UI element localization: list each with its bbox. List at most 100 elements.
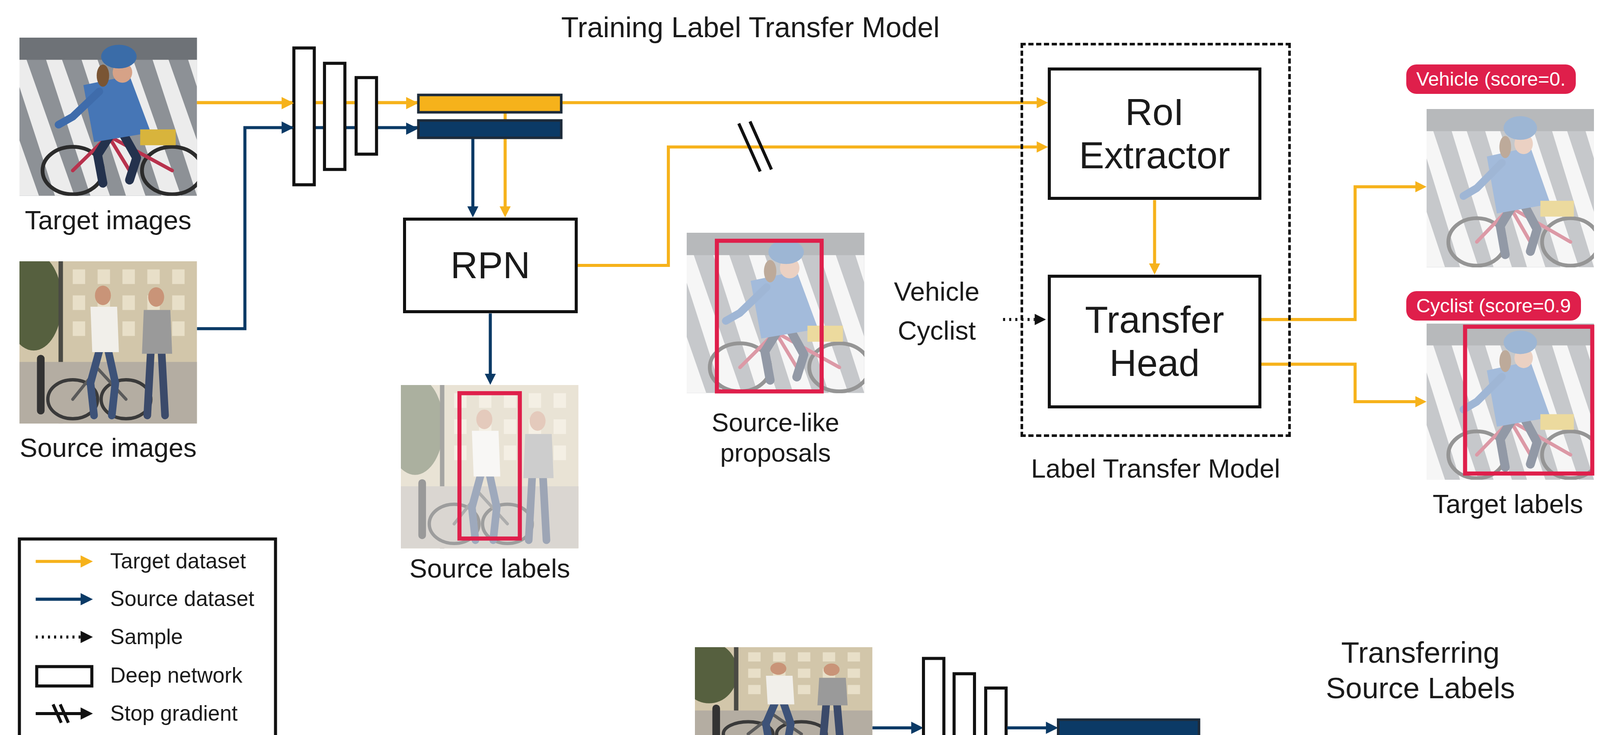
box-label: Transfer Head (1061, 297, 1248, 385)
illustration-part (765, 703, 775, 735)
photo-illustration (1426, 323, 1594, 480)
illustration-part (96, 64, 109, 87)
illustration-part (94, 285, 111, 305)
illustration-part (60, 704, 69, 723)
illustration-part (823, 663, 840, 676)
class-name: Vehicle (875, 275, 999, 308)
illustration-part (172, 321, 185, 336)
image-node: Source labels (400, 384, 579, 549)
photo-content (1426, 323, 1594, 480)
stop-gradient-mark (749, 121, 772, 170)
illustration-part (797, 652, 811, 662)
illustration-part (797, 668, 811, 678)
image-node: Vehicle (score=0. (1426, 108, 1594, 268)
illustration-part (748, 652, 761, 662)
illustration-part (400, 384, 579, 549)
legend-text: Sample (110, 624, 183, 650)
score-badge: Cyclist (score=0.9 (1406, 291, 1582, 321)
illustration-part (90, 350, 100, 416)
arrow-head (80, 707, 93, 720)
image-node: Source-like proposals (686, 232, 865, 393)
arrow-connector (488, 313, 492, 380)
image-caption: Target labels (1432, 487, 1584, 520)
section-heading: Training Label Transfer Model (561, 10, 940, 45)
legend-text: Source dataset (110, 585, 255, 612)
photo-illustration (19, 37, 198, 196)
process-box: RoI Extractor (1047, 67, 1261, 201)
illustration-part (847, 668, 861, 678)
illustration-part (872, 726, 913, 730)
image-caption: Source labels (409, 552, 571, 585)
photo-illustration (400, 384, 579, 549)
illustration-part (122, 269, 135, 285)
feature-bar (418, 94, 561, 112)
process-box: RPN (403, 217, 578, 314)
illustration-part (19, 261, 63, 351)
illustration-part (161, 350, 165, 416)
photo-illustration (1426, 108, 1594, 268)
network-layer (294, 48, 315, 185)
illustration-part (748, 668, 761, 678)
network-layer (985, 687, 1006, 735)
illustration-part (748, 684, 761, 694)
arrow-head (281, 96, 294, 109)
illustration-part (817, 677, 848, 706)
network-layer (953, 673, 975, 735)
photo-content (1426, 108, 1594, 268)
legend-text: Stop gradient (110, 700, 238, 727)
legend-text: Deep network (110, 662, 243, 688)
illustration-part (72, 269, 86, 285)
photo-content (19, 37, 198, 196)
illustration-part (35, 559, 82, 563)
illustration-part (400, 384, 579, 549)
illustration-part (147, 350, 151, 416)
group-title: Label Transfer Model (1030, 452, 1280, 485)
image-caption: Target images (24, 204, 192, 237)
photo-illustration (686, 232, 865, 393)
legend-text: Target dataset (110, 548, 247, 574)
photo-content (686, 232, 865, 393)
legend-box (19, 538, 276, 735)
illustration-part (101, 44, 137, 69)
illustration-part (108, 350, 116, 416)
illustration-part (36, 358, 45, 411)
illustration-part (770, 662, 787, 675)
illustration-part (72, 295, 86, 311)
illustration-part (712, 708, 720, 735)
illustration-part (783, 703, 791, 735)
illustration-part (686, 232, 865, 393)
source-photo (680, 641, 873, 735)
illustration-part (686, 232, 865, 393)
bounding-box (459, 392, 521, 538)
arrow-head (1046, 721, 1059, 734)
network-layer (356, 77, 377, 154)
arrow-connector (1152, 199, 1156, 269)
illustration-part (147, 269, 160, 285)
arrow-connector (196, 102, 506, 212)
arrow-head (406, 122, 419, 135)
arrow-connector (1261, 186, 1422, 320)
illustration-part (141, 310, 173, 354)
image-caption: Source images (19, 431, 197, 464)
illustration-part (797, 684, 811, 694)
process-box: Transfer Head (1047, 274, 1261, 409)
sample-arrow (1003, 317, 1035, 321)
arrow-head (80, 592, 93, 605)
illustration-part (140, 129, 176, 146)
bounding-box (716, 240, 822, 392)
illustration-part (822, 703, 827, 735)
illustration-part (694, 646, 738, 704)
photo-content (19, 261, 198, 424)
arrow-head (406, 96, 419, 109)
arrow-head (281, 121, 294, 134)
illustration-part (122, 132, 137, 181)
group-box: Label Transfer ModelRoI ExtractorTransfe… (1020, 42, 1291, 437)
score-badge: Vehicle (score=0. (1406, 64, 1576, 94)
photo-content (694, 646, 873, 735)
box-label: RPN (450, 243, 531, 287)
illustration-part (188, 60, 198, 197)
illustration-part (122, 321, 135, 336)
stop-gradient-mark (738, 123, 761, 172)
